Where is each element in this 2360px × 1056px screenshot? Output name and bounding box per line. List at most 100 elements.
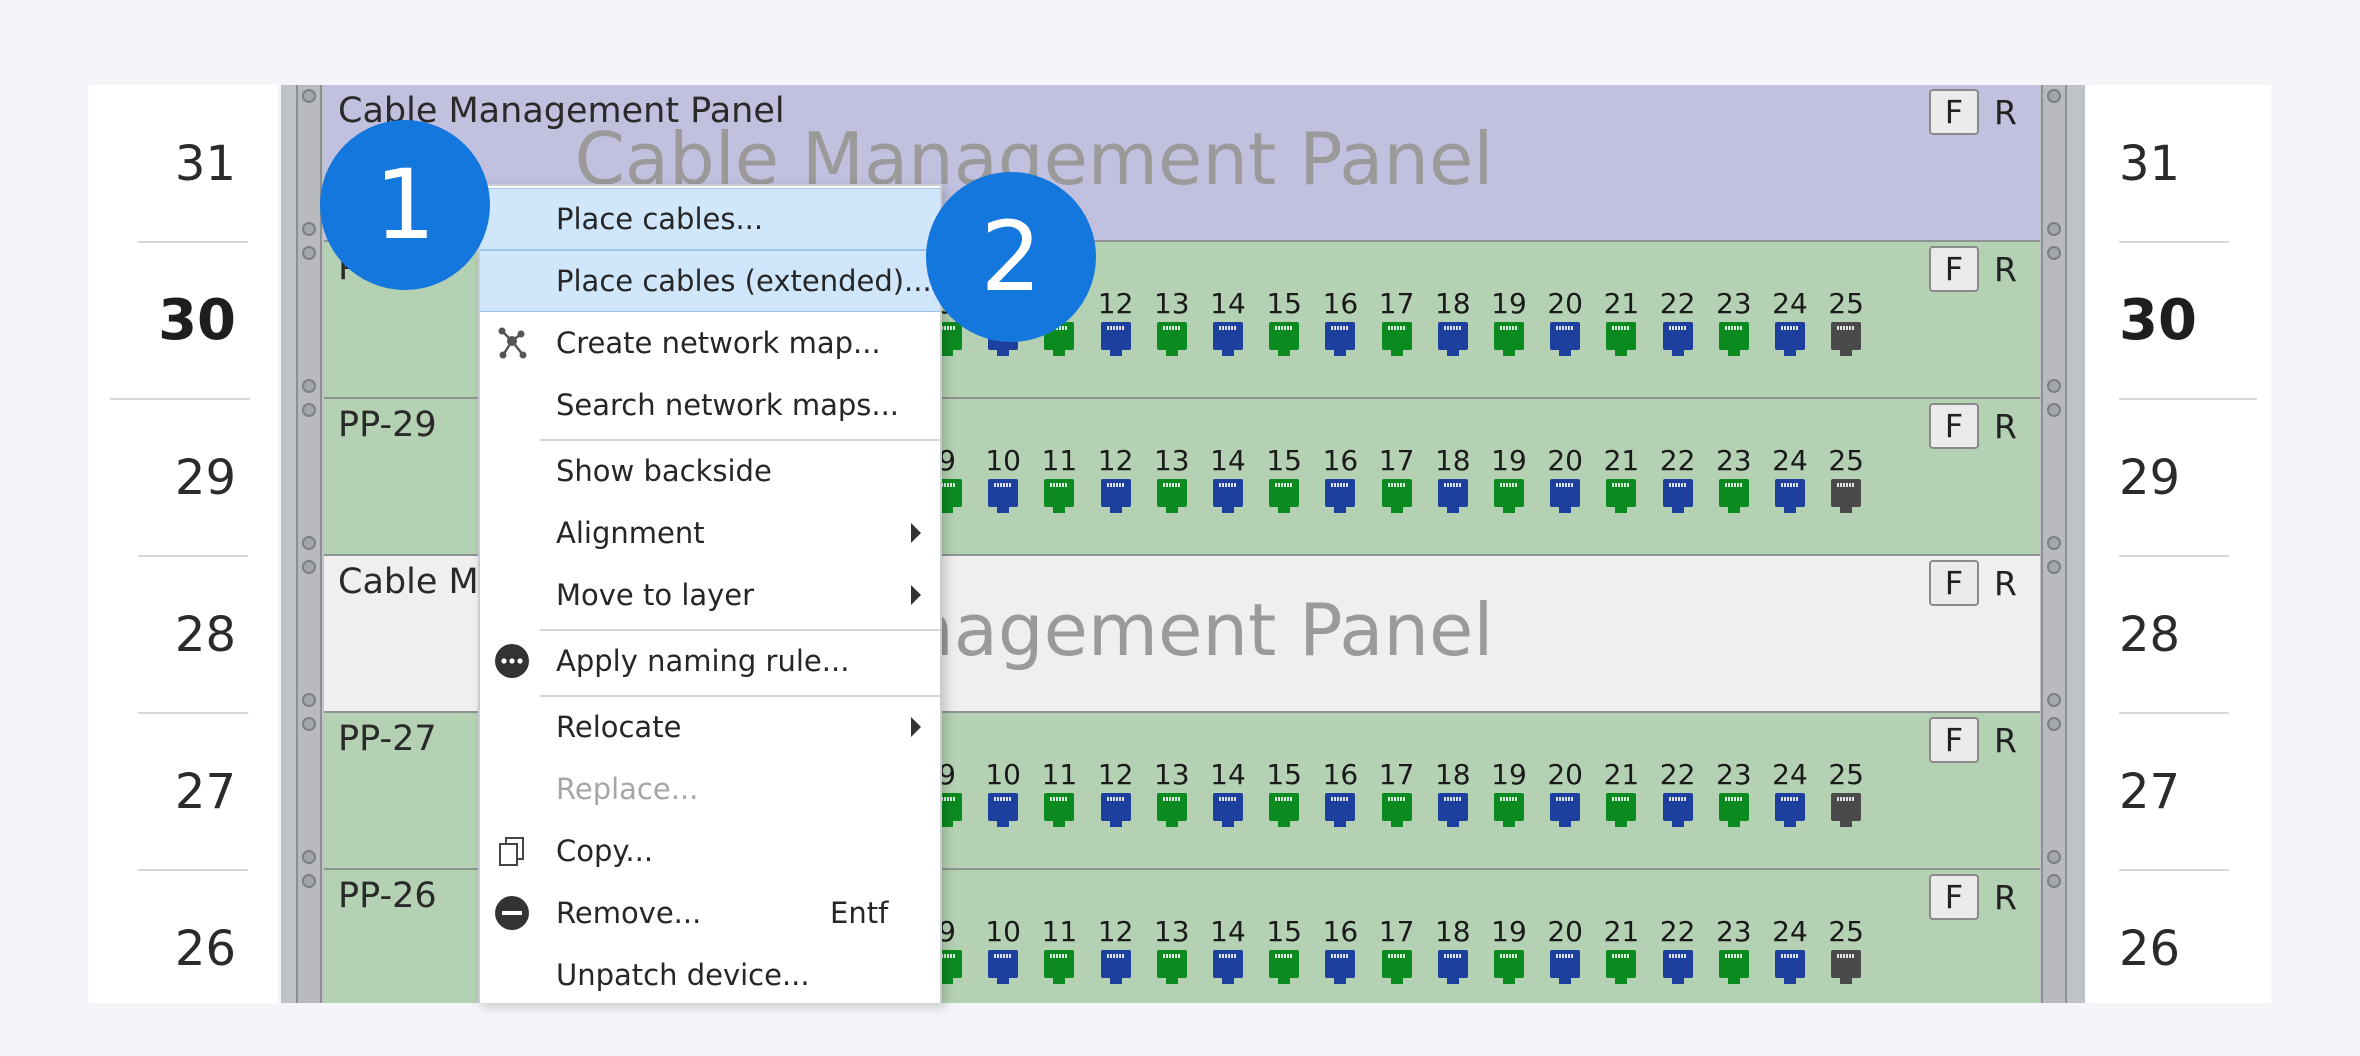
front-view-button[interactable]: F bbox=[1929, 717, 1979, 763]
port[interactable]: 14 bbox=[1204, 445, 1252, 513]
port-number: 13 bbox=[1153, 287, 1190, 320]
rj45-port-icon bbox=[1325, 479, 1356, 513]
port[interactable]: 24 bbox=[1766, 445, 1814, 513]
port[interactable]: 18 bbox=[1429, 759, 1477, 827]
port[interactable]: 17 bbox=[1373, 288, 1421, 356]
rear-view-button[interactable]: R bbox=[1994, 249, 2017, 289]
port[interactable]: 16 bbox=[1316, 758, 1364, 827]
port[interactable]: 14 bbox=[1204, 916, 1252, 984]
menu-item[interactable]: Move to layer bbox=[480, 564, 940, 626]
port[interactable]: 22 bbox=[1654, 916, 1702, 984]
device-name: PP-29 bbox=[338, 405, 437, 445]
port[interactable]: 21 bbox=[1597, 916, 1645, 984]
menu-item[interactable]: Copy... bbox=[480, 820, 940, 882]
rj45-port-icon bbox=[1831, 479, 1862, 513]
port[interactable]: 17 bbox=[1373, 916, 1421, 984]
port[interactable]: 10 bbox=[979, 916, 1027, 984]
rj45-port-icon bbox=[1325, 950, 1356, 984]
port[interactable]: 14 bbox=[1204, 288, 1252, 356]
port[interactable]: 20 bbox=[1541, 288, 1589, 356]
port[interactable]: 24 bbox=[1766, 759, 1814, 827]
port[interactable]: 24 bbox=[1766, 916, 1814, 984]
rj45-port-icon bbox=[1775, 479, 1805, 513]
port[interactable]: 15 bbox=[1260, 445, 1308, 513]
rack-unit-label: 26 bbox=[2119, 920, 2181, 977]
menu-item[interactable]: Show backside bbox=[480, 440, 940, 502]
menu-item[interactable]: Search network maps... bbox=[480, 374, 940, 436]
menu-item[interactable]: Unpatch device... bbox=[480, 944, 940, 1003]
port[interactable]: 15 bbox=[1260, 916, 1308, 984]
menu-item[interactable]: Remove...Entf bbox=[480, 882, 940, 944]
port[interactable]: 12 bbox=[1092, 759, 1140, 827]
menu-item-label: Search network maps... bbox=[556, 388, 900, 422]
port[interactable]: 23 bbox=[1710, 759, 1758, 827]
port[interactable]: 17 bbox=[1373, 445, 1421, 513]
rj45-port-icon bbox=[1662, 950, 1693, 984]
port[interactable]: 16 bbox=[1316, 916, 1364, 984]
menu-item[interactable]: Relocate bbox=[480, 696, 940, 758]
port[interactable]: 13 bbox=[1148, 759, 1196, 827]
port[interactable]: 13 bbox=[1148, 445, 1196, 513]
port[interactable]: 11 bbox=[1035, 445, 1083, 513]
port[interactable]: 23 bbox=[1710, 916, 1758, 984]
rj45-port-icon bbox=[1775, 322, 1805, 356]
menu-item[interactable]: Apply naming rule... bbox=[480, 630, 940, 692]
port[interactable]: 22 bbox=[1654, 288, 1702, 356]
port[interactable]: 23 bbox=[1710, 288, 1758, 356]
port[interactable]: 13 bbox=[1148, 916, 1196, 984]
port[interactable]: 12 bbox=[1092, 445, 1140, 513]
menu-item[interactable]: Alignment bbox=[480, 502, 940, 564]
front-view-button[interactable]: F bbox=[1929, 246, 1979, 292]
port[interactable]: 19 bbox=[1485, 288, 1533, 356]
port[interactable]: 21 bbox=[1597, 288, 1645, 356]
port[interactable]: 13 bbox=[1148, 287, 1196, 356]
front-view-button[interactable]: F bbox=[1929, 560, 1979, 606]
menu-item[interactable]: Create network map... bbox=[480, 312, 940, 374]
port[interactable]: 10 bbox=[979, 445, 1027, 513]
port[interactable]: 11 bbox=[1035, 916, 1083, 984]
rj45-port-icon bbox=[1494, 322, 1524, 356]
port[interactable]: 18 bbox=[1429, 916, 1477, 984]
port[interactable]: 20 bbox=[1541, 759, 1589, 827]
port[interactable]: 16 bbox=[1316, 445, 1364, 513]
rear-view-button[interactable]: R bbox=[1994, 92, 2017, 132]
port[interactable]: 18 bbox=[1429, 288, 1477, 356]
port[interactable]: 14 bbox=[1204, 759, 1252, 827]
rear-view-button[interactable]: R bbox=[1994, 877, 2017, 917]
port[interactable]: 19 bbox=[1485, 759, 1533, 827]
front-view-button[interactable]: F bbox=[1929, 874, 1979, 920]
front-view-button[interactable]: F bbox=[1929, 403, 1979, 449]
rail-screw bbox=[2047, 536, 2061, 550]
port[interactable]: 25 bbox=[1822, 288, 1870, 356]
port[interactable]: 22 bbox=[1654, 759, 1702, 827]
port-number: 16 bbox=[1322, 758, 1359, 791]
menu-separator bbox=[540, 439, 940, 441]
port[interactable]: 19 bbox=[1485, 445, 1533, 513]
port[interactable]: 21 bbox=[1597, 445, 1645, 513]
port[interactable]: 22 bbox=[1654, 445, 1702, 513]
menu-item[interactable]: Place cables... bbox=[480, 188, 940, 250]
port[interactable]: 10 bbox=[979, 759, 1027, 827]
front-view-button[interactable]: F bbox=[1929, 89, 1979, 135]
port[interactable]: 18 bbox=[1429, 445, 1477, 513]
port[interactable]: 21 bbox=[1597, 759, 1645, 827]
port[interactable]: 20 bbox=[1541, 916, 1589, 984]
port[interactable]: 11 bbox=[1035, 759, 1083, 827]
port[interactable]: 24 bbox=[1766, 288, 1814, 356]
port[interactable]: 25 bbox=[1822, 916, 1870, 984]
port[interactable]: 25 bbox=[1822, 759, 1870, 827]
menu-item[interactable]: Place cables (extended)... bbox=[480, 250, 940, 312]
port[interactable]: 17 bbox=[1373, 759, 1421, 827]
port[interactable]: 23 bbox=[1710, 445, 1758, 513]
port[interactable]: 12 bbox=[1092, 916, 1140, 984]
port[interactable]: 16 bbox=[1316, 288, 1364, 356]
rear-view-button[interactable]: R bbox=[1994, 720, 2017, 760]
port[interactable]: 25 bbox=[1822, 445, 1870, 513]
port[interactable]: 20 bbox=[1541, 445, 1589, 513]
rear-view-button[interactable]: R bbox=[1994, 406, 2017, 446]
port[interactable]: 15 bbox=[1260, 759, 1308, 827]
rear-view-button[interactable]: R bbox=[1994, 563, 2017, 603]
port[interactable]: 15 bbox=[1260, 288, 1308, 356]
port[interactable]: 19 bbox=[1485, 916, 1533, 984]
port[interactable]: 12 bbox=[1092, 288, 1140, 356]
